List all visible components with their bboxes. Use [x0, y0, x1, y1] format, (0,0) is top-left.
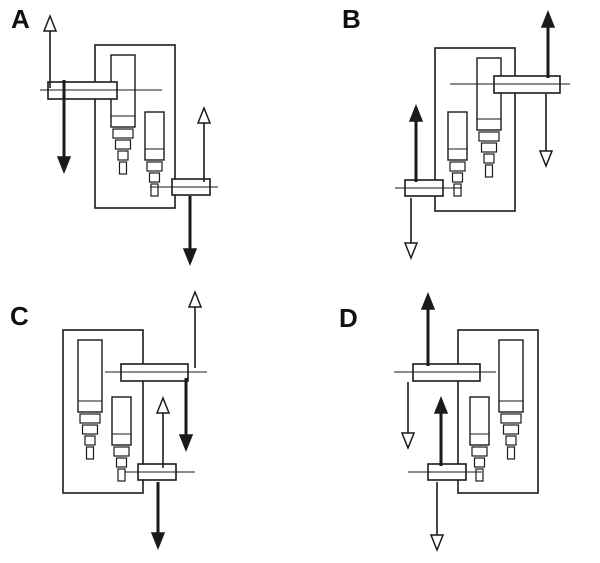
lower-shaft-arrow-filled-up-icon — [408, 103, 424, 182]
panel-c — [62, 289, 207, 551]
lower-shaft-arrow-open-down-icon — [429, 482, 445, 553]
panel-label-a: A — [11, 4, 30, 34]
gear-stack — [110, 54, 136, 175]
gear-stack — [77, 339, 103, 460]
panel-d — [394, 291, 539, 553]
lower-shaft-arrow-filled-up-icon — [433, 395, 449, 466]
upper-shaft-arrow-filled-down-icon — [178, 378, 194, 453]
panel-label-c: C — [10, 301, 29, 331]
lower-shaft-arrow-filled-down-icon — [150, 482, 166, 551]
lower-shaft-arrow-open-up-icon — [196, 105, 212, 182]
gear-stack — [469, 396, 490, 482]
lower-shaft-arrow-open-down-icon — [403, 198, 419, 261]
gear-stack — [498, 339, 524, 460]
upper-shaft-arrow-open-up-icon — [187, 289, 203, 368]
gearbox-housing — [434, 47, 516, 212]
lower-shaft-arrow-open-up-icon — [155, 395, 171, 468]
upper-shaft-arrow-open-down-icon — [538, 94, 554, 169]
gear-stack — [447, 111, 468, 197]
upper-shaft-arrow-open-up-icon — [42, 13, 58, 88]
upper-shaft-arrow-open-down-icon — [400, 382, 416, 451]
lower-shaft-arrow-filled-down-icon — [182, 196, 198, 267]
upper-shaft-arrow-filled-up-icon — [540, 9, 556, 78]
panel-a — [40, 13, 218, 267]
gear-stack — [111, 396, 132, 482]
panel-b — [395, 9, 570, 261]
panel-label-d: D — [339, 303, 358, 333]
upper-shaft-arrow-filled-down-icon — [56, 80, 72, 175]
gear-stack — [476, 57, 502, 178]
gear-stack — [144, 111, 165, 197]
upper-shaft-arrow-filled-up-icon — [420, 291, 436, 366]
panel-label-b: B — [342, 4, 361, 34]
